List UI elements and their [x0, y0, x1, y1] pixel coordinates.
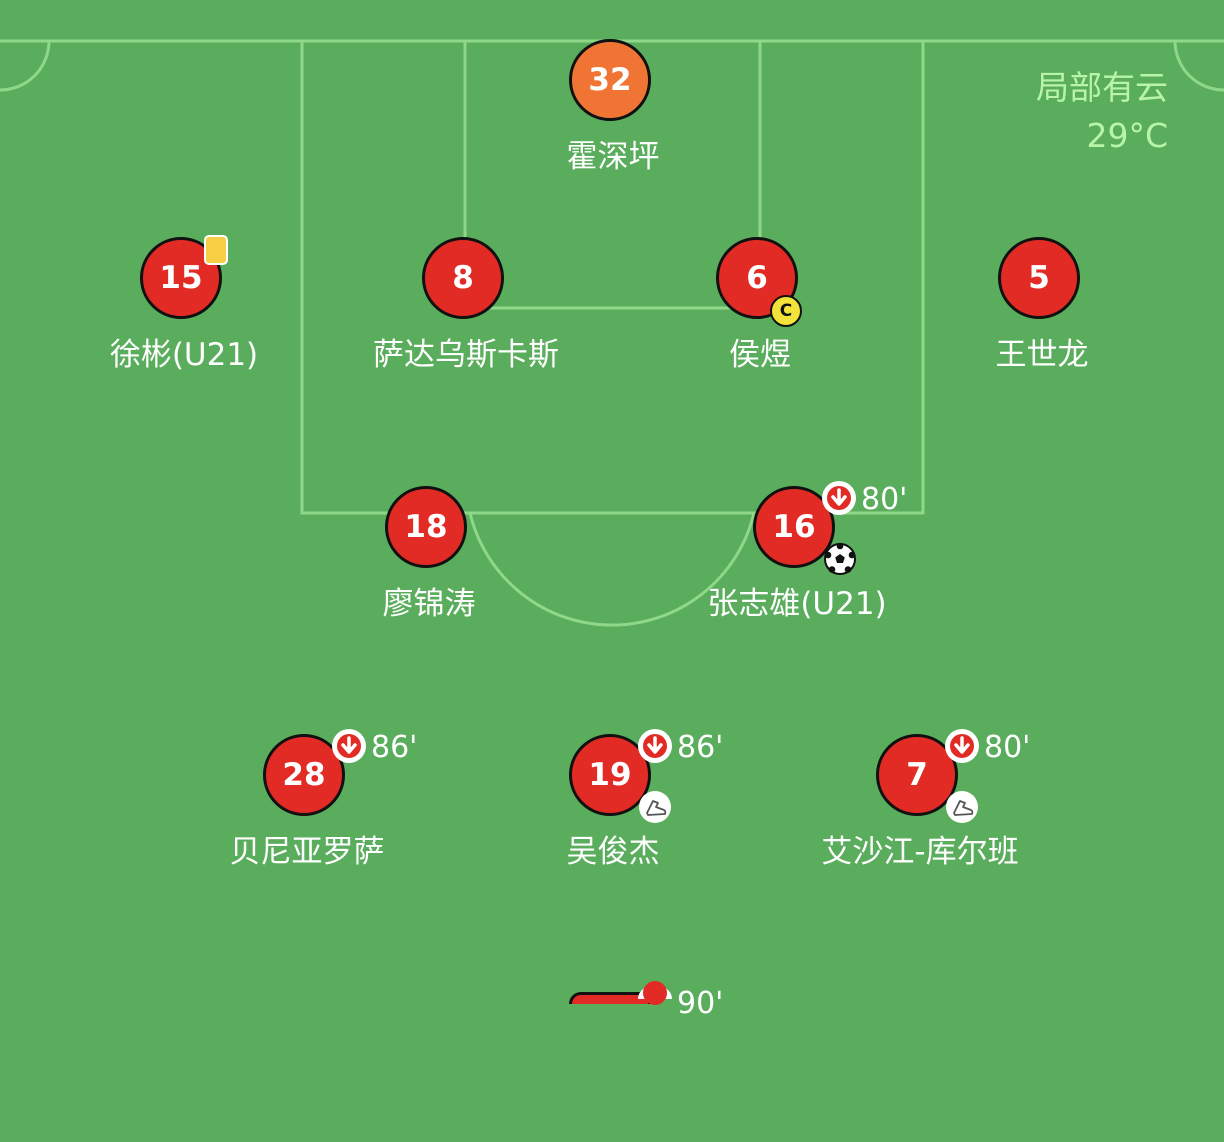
arrow-down-circle-icon — [945, 729, 979, 763]
soccer-ball-icon — [823, 542, 857, 576]
player-number: 18 — [385, 486, 467, 568]
substitution-minute: 80' — [984, 730, 1031, 765]
player-name: 张志雄(U21) — [707, 586, 887, 622]
player-number: 8 — [422, 237, 504, 319]
player-card[interactable]: 19 86' 吴俊杰 — [463, 729, 763, 884]
player-name: 王世龙 — [995, 337, 1089, 373]
weather-info: 局部有云 29°C — [1036, 64, 1168, 160]
player-name: 霍深坪 — [566, 139, 660, 175]
player-number: 32 — [569, 39, 651, 121]
player-name: 艾沙江-库尔班 — [821, 834, 1019, 870]
player-name: 萨达乌斯卡斯 — [373, 337, 559, 373]
player-number: 5 — [998, 237, 1080, 319]
player-card[interactable]: 28 86' 贝尼亚罗萨 — [157, 729, 457, 884]
player-name: 侯煜 — [729, 337, 791, 373]
player-card[interactable]: 16 80' 张志雄(U21) — [647, 481, 947, 636]
player-card[interactable]: 15 徐彬(U21) — [34, 235, 334, 387]
player-number: 19 — [569, 734, 651, 816]
player-number: 7 — [876, 734, 958, 816]
arrow-down-circle-icon — [332, 729, 366, 763]
player-name: 吴俊杰 — [566, 834, 660, 870]
weather-condition: 局部有云 — [1036, 68, 1168, 107]
substitution-minute: 80' — [861, 482, 908, 517]
substitution-minute: 90' — [677, 986, 724, 1021]
substitution-minute: 86' — [677, 730, 724, 765]
boot-icon — [639, 791, 671, 823]
player-name: 贝尼亚罗萨 — [229, 834, 385, 870]
weather-temperature: 29°C — [1086, 116, 1168, 155]
player-card[interactable]: 6 C 侯煜 — [610, 237, 910, 387]
player-name: 廖锦涛 — [382, 586, 476, 622]
player-card[interactable]: 32 霍深坪 — [463, 39, 763, 189]
player-number: 16 — [753, 486, 835, 568]
arrow-down-circle-icon — [638, 729, 672, 763]
player-card[interactable]: 7 80' 艾沙江-库尔班 — [770, 729, 1070, 884]
player-card[interactable]: 5 王世龙 — [892, 237, 1192, 387]
arrow-down-circle-icon — [638, 981, 672, 1005]
player-number: 28 — [263, 734, 345, 816]
player-card[interactable]: 8 萨达乌斯卡斯 — [316, 237, 616, 387]
player-name: 徐彬(U21) — [109, 337, 259, 373]
boot-icon — [946, 791, 978, 823]
substitution-minute: 86' — [371, 730, 418, 765]
player-card[interactable]: 18 廖锦涛 — [279, 486, 579, 636]
captain-armband-icon: C — [770, 295, 802, 327]
player-card[interactable]: 90' — [463, 981, 763, 1142]
yellow-card-icon — [204, 235, 228, 265]
arrow-down-circle-icon — [822, 481, 856, 515]
